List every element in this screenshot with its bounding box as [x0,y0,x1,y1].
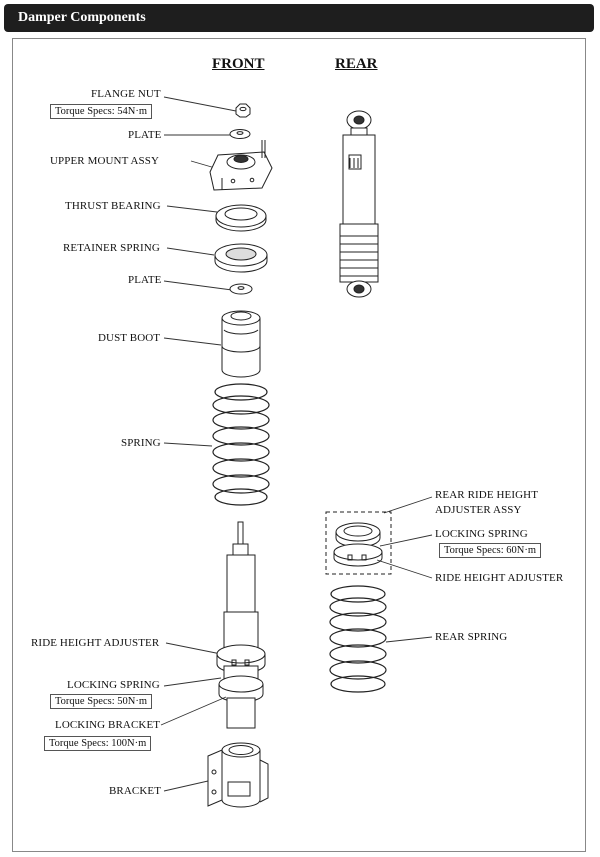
plate-lower-part [229,283,253,295]
front-spring-part [212,383,270,506]
label-plate-lower: PLATE [128,274,162,286]
label-plate-top: PLATE [128,129,162,141]
label-rear-ride-height-2: ADJUSTER ASSY [435,504,522,516]
label-upper-mount: UPPER MOUNT ASSY [50,155,159,167]
thrust-bearing-part [215,204,267,232]
rear-adjuster-dashed-box [325,511,392,575]
label-flange-nut: FLANGE NUT [91,88,161,100]
label-thrust-bearing: THRUST BEARING [65,200,161,212]
rear-damper-part [339,110,379,298]
upper-mount-part [209,140,273,191]
front-ride-height-adjuster-part [216,644,266,674]
label-rear-ride-height-adjuster: RIDE HEIGHT ADJUSTER [435,572,564,584]
label-ride-height-adjuster: RIDE HEIGHT ADJUSTER [31,637,160,649]
spec-locking-bracket: Torque Specs: 100N·m [44,736,152,751]
label-spring: SPRING [121,437,161,449]
label-locking-bracket: LOCKING BRACKET [55,719,161,731]
dust-boot-part [221,310,261,378]
label-locking-spring: LOCKING SPRING [67,679,160,691]
rear-leader-lines [376,496,433,643]
label-rear-spring: REAR SPRING [435,631,508,643]
header-bar: Damper Components [4,4,594,32]
label-bracket: BRACKET [109,785,162,797]
rear-spring-part [329,585,387,693]
rear-column-heading: REAR [335,56,378,72]
label-dust-boot: DUST BOOT [98,332,161,344]
spec-locking-spring: Torque Specs: 50N·m [50,694,152,709]
spec-rear-locking-spring: Torque Specs: 60N·m [439,543,541,558]
header-title: Damper Components [18,10,146,25]
diagram-frame [12,38,586,852]
plate-top-part [229,129,251,139]
front-leader-lines [160,96,237,792]
label-rear-ride-height-1: REAR RIDE HEIGHT [435,489,539,501]
label-rear-locking-spring: LOCKING SPRING [435,528,528,540]
front-locking-bracket-part [218,675,264,729]
front-column-heading: FRONT [212,56,265,72]
front-damper-body-part [223,521,259,649]
bracket-part [207,742,269,808]
rear-adjuster-part [333,522,383,567]
label-retainer-spring: RETAINER SPRING [63,242,160,254]
spec-flange-nut: Torque Specs: 54N·m [50,104,152,119]
retainer-spring-part [214,243,268,273]
flange-nut-part [235,103,251,118]
